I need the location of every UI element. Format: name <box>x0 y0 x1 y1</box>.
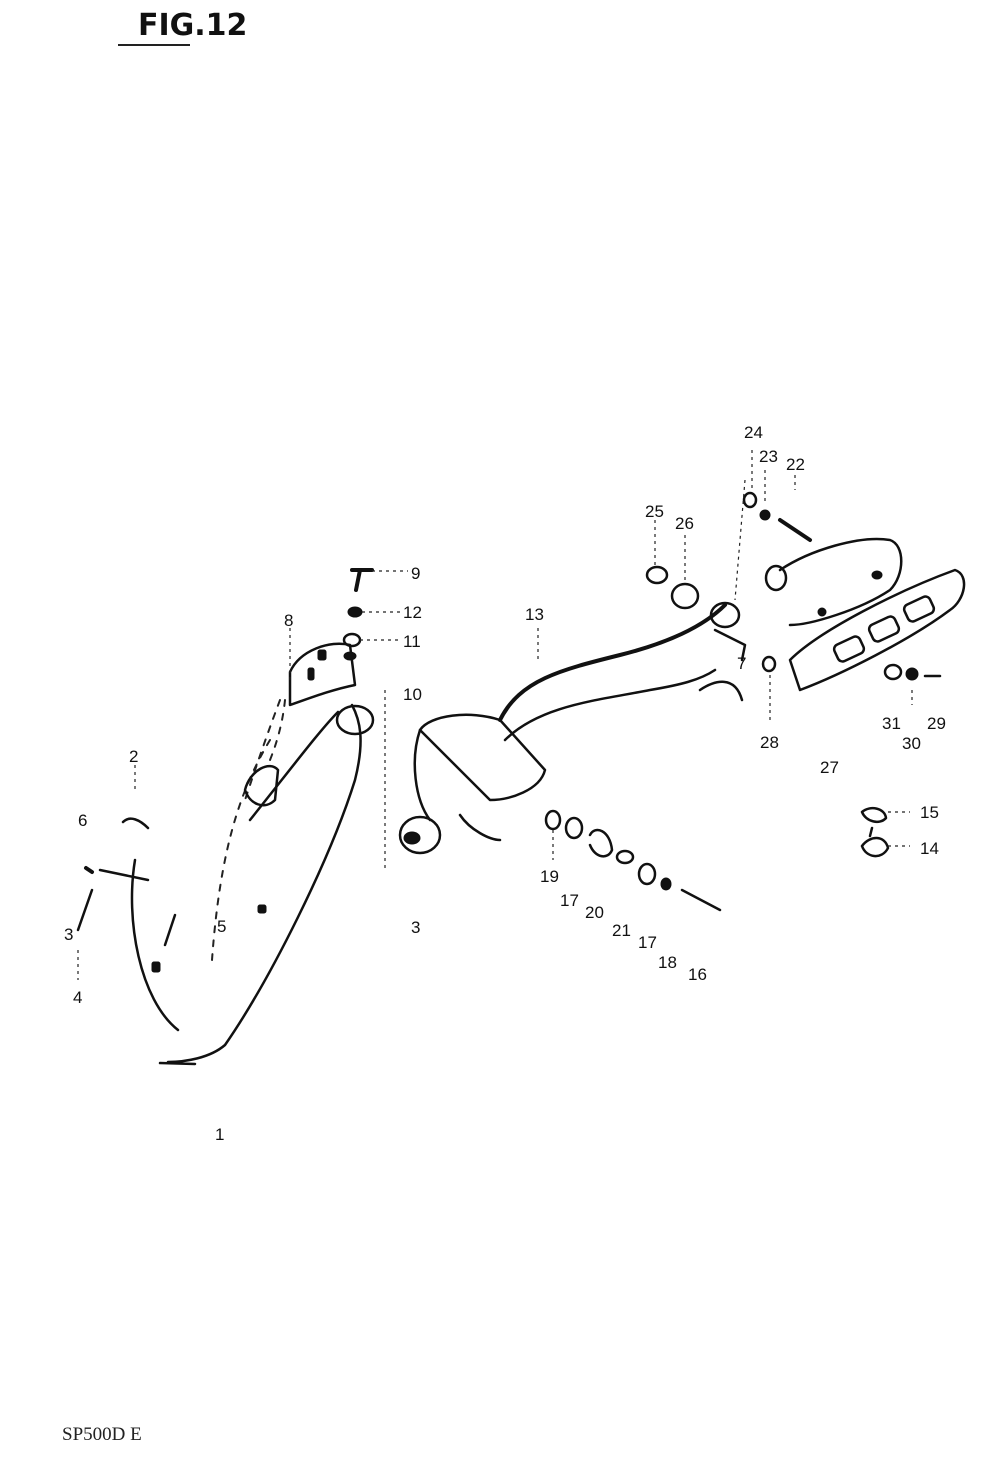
callout-24: 24 <box>744 423 763 442</box>
callout-8: 8 <box>284 611 293 630</box>
model-code: SP500D E <box>62 1424 142 1445</box>
clamp-parts-left <box>76 817 267 973</box>
callout-30: 30 <box>902 734 921 753</box>
callout-22: 22 <box>786 455 805 474</box>
callout-10: 10 <box>403 685 422 704</box>
figure-title: FIG.12 <box>138 8 248 43</box>
callout-31: 31 <box>882 714 901 733</box>
title-underline <box>118 44 190 46</box>
fastener-row <box>544 809 722 912</box>
callout-28: 28 <box>760 733 779 752</box>
callout-14: 14 <box>920 839 939 858</box>
callout-1: 1 <box>215 1125 224 1144</box>
callout-19: 19 <box>540 867 559 886</box>
callout-2: 2 <box>129 747 138 766</box>
callout-11: 11 <box>403 632 421 651</box>
callout-15: 15 <box>920 803 939 822</box>
callout-20: 20 <box>585 903 604 922</box>
mount-hardware-right <box>645 491 942 681</box>
callout-27: 27 <box>820 758 839 777</box>
callout-16: 16 <box>688 965 707 984</box>
callout-26: 26 <box>675 514 694 533</box>
bolt-nut-stack <box>342 568 374 661</box>
callout-25: 25 <box>645 502 664 521</box>
callout-21: 21 <box>612 921 631 940</box>
callout-7: 7 <box>737 654 746 673</box>
callout-labels: 1 2 3 3 4 5 6 7 8 9 10 11 12 13 14 15 16… <box>64 423 946 1144</box>
callout-18: 18 <box>658 953 677 972</box>
callout-12: 12 <box>403 603 422 622</box>
heat-shield-front <box>243 642 357 807</box>
callout-4: 4 <box>73 988 82 1007</box>
muffler-end-cover <box>764 537 966 692</box>
callout-23: 23 <box>759 447 778 466</box>
callout-13: 13 <box>525 605 544 624</box>
clip-parts <box>860 806 890 858</box>
callout-17-right: 17 <box>638 933 657 952</box>
callout-6: 6 <box>78 811 87 830</box>
callout-3-muffler: 3 <box>411 918 420 937</box>
callout-17-left: 17 <box>560 891 579 910</box>
exhaust-pipe <box>130 703 375 1066</box>
callout-5: 5 <box>217 917 226 936</box>
callout-3-left: 3 <box>64 925 73 944</box>
callout-9: 9 <box>411 564 420 583</box>
callout-29: 29 <box>927 714 946 733</box>
leader-lines <box>77 450 913 980</box>
muffler-body <box>398 601 747 855</box>
